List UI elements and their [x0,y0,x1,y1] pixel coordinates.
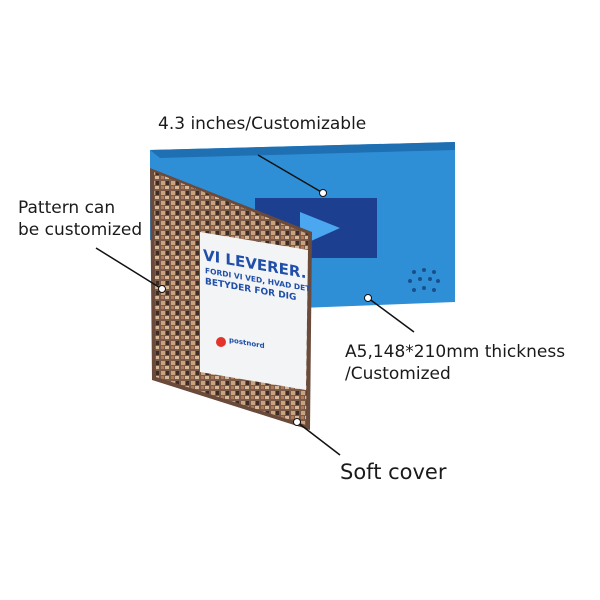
pointer-line-pattern [95,247,163,290]
size-label-line1: A5,148*210mm thickness [345,342,566,362]
pointer-line-cover [296,421,341,456]
speaker-grille-icon [408,268,440,292]
pattern-label-line2: be customized [18,220,143,240]
pointer-line-size [367,297,415,333]
cover-label: Soft cover [340,460,447,484]
pointer-dot-screen [319,189,327,197]
pointer-dot-cover [293,418,301,426]
pattern-label-line1: Pattern can [18,198,116,218]
brochure-spine [150,142,455,158]
pointer-line-screen [257,154,324,194]
brand-logo-icon [216,337,226,347]
pointer-dot-pattern [158,285,166,293]
pattern-label: Pattern can be customized [18,197,142,241]
screen-size-label: 4.3 inches/Customizable [158,114,367,134]
size-label: A5,148*210mm thickness /Customized [345,341,565,385]
pointer-dot-size [364,294,372,302]
cover-text-panel [200,232,308,390]
size-label-line2: /Customized [345,364,451,384]
